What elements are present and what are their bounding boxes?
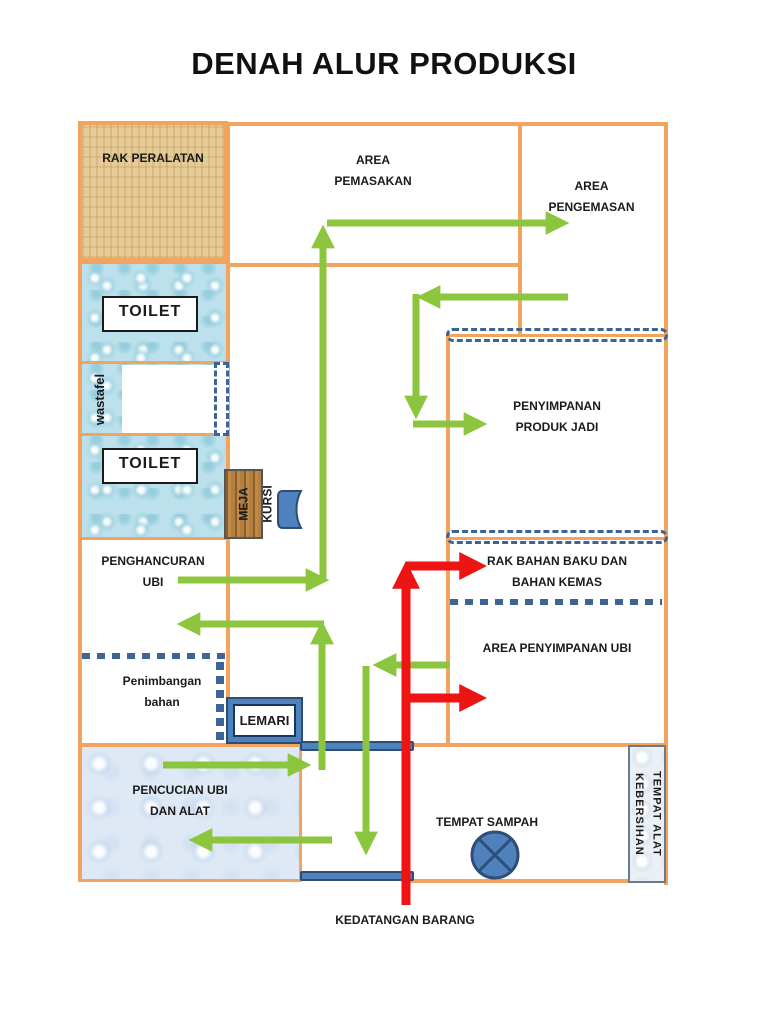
wastafel-label-wrap: wastafel xyxy=(78,361,122,437)
tempat-sampah-label: TEMPAT SAMPAH xyxy=(436,815,538,829)
wastafel-label: wastafel xyxy=(92,373,108,425)
penimbangan-bahan-label: Penimbangan bahan xyxy=(122,674,202,709)
room-rak-peralatan xyxy=(78,121,228,262)
tempat-alat-kebersihan-label: TEMPAT ALAT KEBERSIHAN xyxy=(633,771,663,857)
lemari-cabinet: LEMARI xyxy=(226,697,303,744)
room-tempat-alat-kebersihan: TEMPAT ALAT KEBERSIHAN xyxy=(628,745,666,883)
penghancuran-ubi-label: PENGHANCURAN UBI xyxy=(101,554,205,589)
trash-bin-icon xyxy=(470,830,520,880)
wastafel-door xyxy=(214,362,229,436)
kedatangan-barang-label: KEDATANGAN BARANG xyxy=(335,913,475,927)
wall-bottom-sampah xyxy=(410,879,632,883)
entrance-door-top xyxy=(300,741,414,751)
kursi-chair-shape xyxy=(277,490,303,529)
wall-top xyxy=(228,122,668,126)
rak-bahan-baku-label: RAK BAHAN BAKU DAN BAHAN KEMAS xyxy=(487,554,627,589)
wall-storage-mid xyxy=(446,537,668,540)
area-pemasakan-label: AREA PEMASAKAN xyxy=(334,153,412,188)
rak-peralatan-label: RAK PERALATAN xyxy=(102,151,204,165)
toilet-top-label: TOILET xyxy=(102,296,198,332)
rak-bahan-partition xyxy=(450,599,662,605)
penyimpanan-produk-jadi-label: PENYIMPANAN PRODUK JADI xyxy=(513,399,601,434)
penimbangan-partition xyxy=(82,653,227,659)
wall-left xyxy=(78,121,82,882)
lemari-label: LEMARI xyxy=(233,704,296,737)
meja-label: MEJA xyxy=(236,487,251,521)
toilet-bottom-label: TOILET xyxy=(102,448,198,484)
page-title: DENAH ALUR PRODUKSI xyxy=(191,46,577,81)
wall-storage-top xyxy=(446,334,668,337)
penyimpanan-door-bottom xyxy=(446,530,668,544)
wastafel-opening xyxy=(122,365,218,433)
entrance-door-bottom xyxy=(300,871,414,881)
area-pengemasan-label: AREA PENGEMASAN xyxy=(548,179,635,214)
red-flow-arrows xyxy=(392,552,488,905)
kursi-label: KURSI xyxy=(261,485,275,523)
area-penyimpanan-ubi-label: AREA PENYIMPANAN UBI xyxy=(482,641,632,655)
pencucian-label: PENCUCIAN UBI DAN ALAT xyxy=(132,783,228,818)
meja-table: MEJA xyxy=(224,469,263,539)
penimbangan-door xyxy=(216,662,224,740)
wall-pemasakan-bottom xyxy=(226,263,522,267)
wall-right xyxy=(664,122,668,885)
wall-pengemasan-left xyxy=(518,122,522,336)
penyimpanan-door-top xyxy=(446,328,668,342)
